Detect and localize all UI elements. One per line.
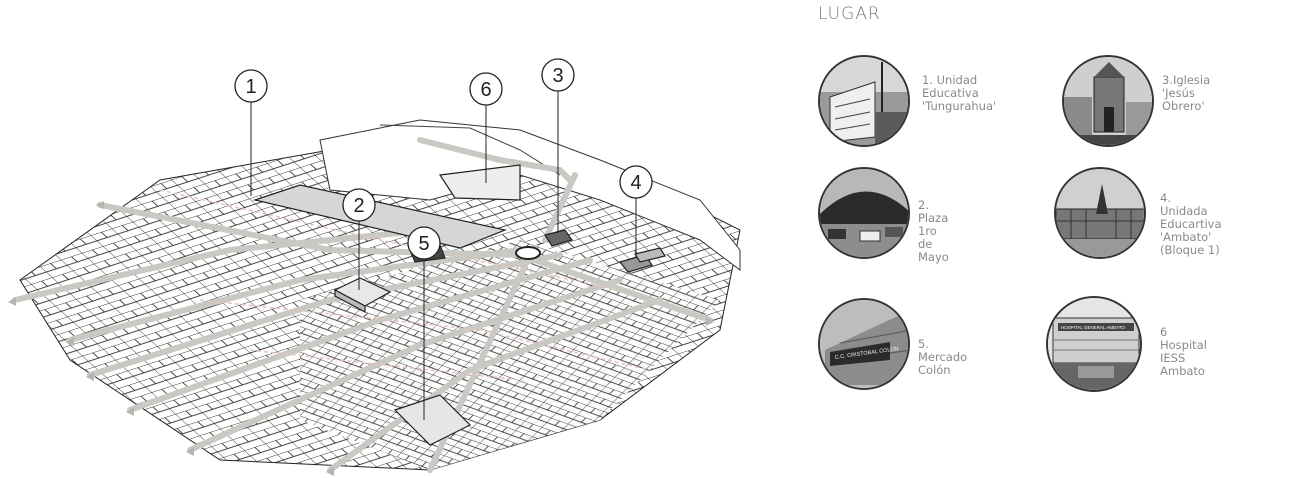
map-marker-label: 3 (552, 65, 563, 87)
caption-line: Ambato (1160, 364, 1205, 378)
place-photo-school-ambato (1054, 167, 1146, 259)
place-photo-school (818, 55, 910, 147)
place-caption-2: 2. Plaza 1ro de Mayo (918, 199, 949, 264)
map-marker-label: 4 (630, 172, 641, 194)
caption-line: 3.Iglesia 'Jesús (1162, 73, 1211, 100)
caption-line: 5. Mercado Colón (918, 337, 968, 377)
caption-line: 1. Unidad Educativa (922, 73, 979, 100)
secondary-streets (159, 189, 651, 381)
edge-arrows (8, 201, 714, 476)
map-marker-1: 1 (234, 69, 268, 103)
caption-line: 'Ambato' (1160, 230, 1212, 244)
place-caption-6: 6 Hospital IESS Ambato (1160, 326, 1207, 378)
caption-line: Mayo (918, 250, 949, 264)
callout-leaders (250, 91, 637, 420)
map-marker-label: 6 (480, 79, 491, 101)
map-marker-label: 5 (418, 233, 429, 255)
map-marker-5: 5 (407, 226, 441, 260)
place-photo-hospital: HOSPITAL GENERAL AMBATO (1046, 296, 1142, 392)
section-title: LUGAR (818, 4, 881, 24)
caption-line: Obrero' (1162, 99, 1205, 113)
place-photo-plaza (818, 167, 910, 259)
place-caption-4: 4. Unidada Educartiva 'Ambato' (Bloque 1… (1160, 192, 1222, 257)
place-photo-market: C.C. CRISTOBAL COLON (818, 298, 910, 390)
map-marker-3: 3 (541, 58, 575, 92)
caption-line: 4. Unidada Educartiva (1160, 191, 1222, 231)
hospital-sign-text: HOSPITAL GENERAL AMBATO (1061, 325, 1125, 330)
map-marker-6: 6 (469, 72, 503, 106)
city-map: 1 2 3 4 5 6 (8, 58, 741, 476)
caption-line: (Bloque 1) (1160, 243, 1220, 257)
place-caption-3: 3.Iglesia 'Jesús Obrero' (1162, 74, 1210, 113)
place-caption-5: 5. Mercado Colón (918, 338, 967, 377)
landmarks (252, 164, 666, 446)
caption-line: 'Tungurahua' (922, 99, 997, 113)
map-marker-label: 1 (245, 76, 256, 98)
place-photo-church (1062, 55, 1154, 147)
map-marker-label: 2 (353, 195, 364, 217)
main-avenues (12, 137, 713, 473)
caption-line: 2. Plaza 1ro de (918, 198, 949, 251)
map-marker-4: 4 (619, 165, 653, 199)
place-caption-1: 1. Unidad Educativa 'Tungurahua' (922, 74, 996, 113)
caption-line: 6 Hospital IESS (1160, 325, 1207, 365)
map-marker-2: 2 (342, 188, 376, 222)
